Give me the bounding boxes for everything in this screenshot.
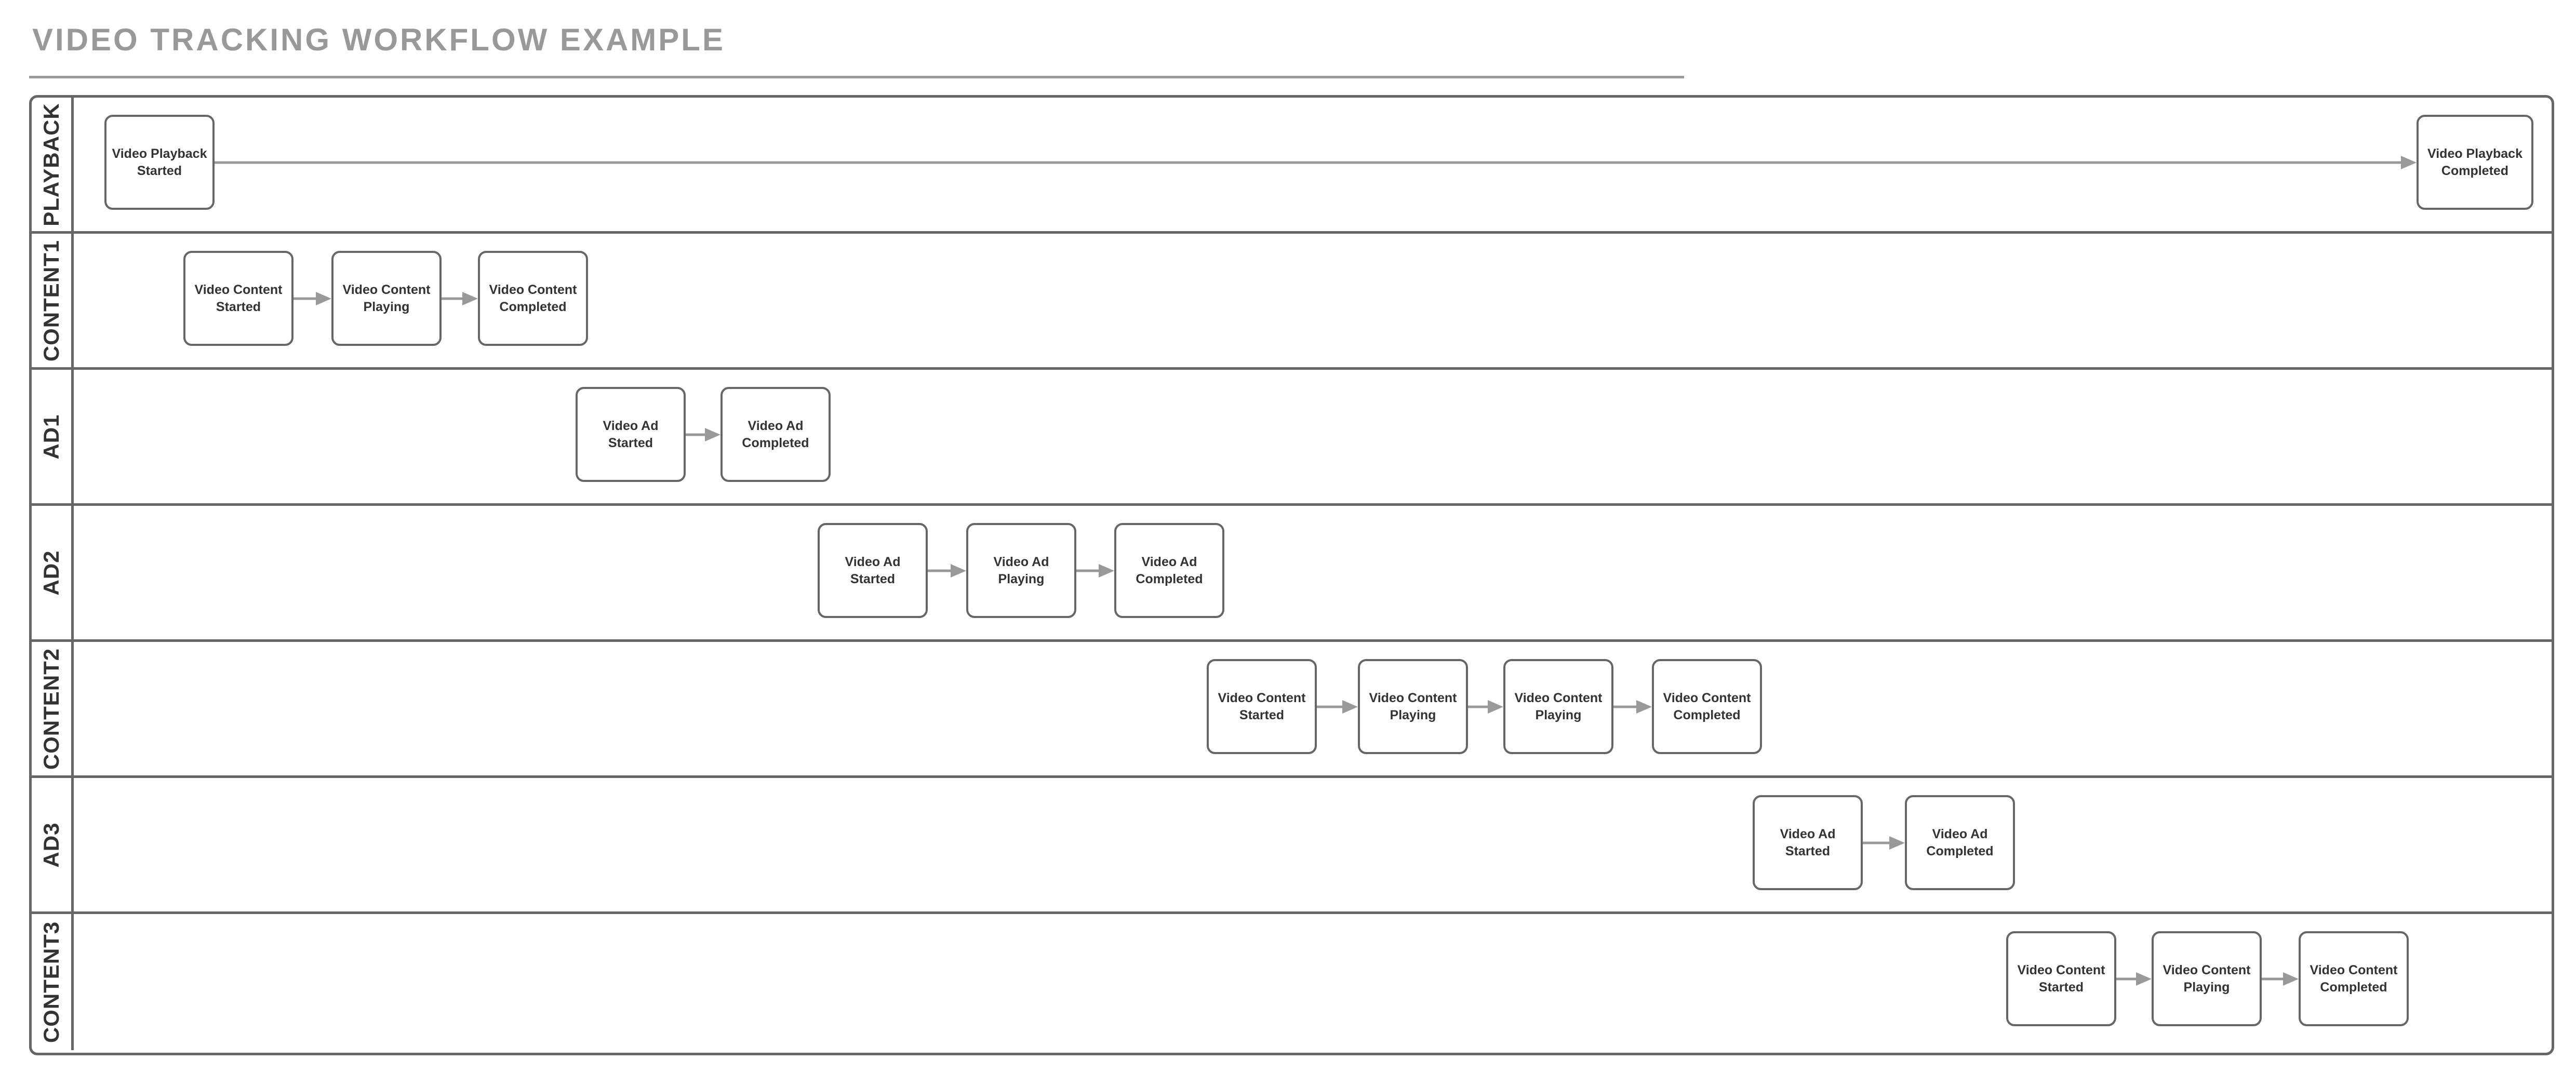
node-video-content-playing: Video Content Playing xyxy=(1503,659,1613,754)
arrow-head-icon xyxy=(316,291,331,305)
arrow-head-icon xyxy=(462,291,478,305)
arrow-connector xyxy=(293,291,331,306)
arrow-connector xyxy=(928,563,966,578)
lane-label-content2: CONTENT2 xyxy=(39,648,63,770)
lane-label-cell-ad2: AD2 xyxy=(32,506,74,639)
node-label: Video Ad Completed xyxy=(1136,554,1203,586)
lane-label-playback: PLAYBACK xyxy=(39,102,63,226)
arrow-head-icon xyxy=(1099,563,1114,578)
lane-label-content3: CONTENT3 xyxy=(39,921,63,1043)
node-label: Video Playback Started xyxy=(112,146,207,178)
arrow-head-icon xyxy=(2283,972,2299,986)
arrow-connector xyxy=(1468,700,1503,714)
node-label: Video Content Playing xyxy=(2163,962,2251,995)
lane-label-cell-ad1: AD1 xyxy=(32,370,74,503)
node-video-playback-completed: Video Playback Completed xyxy=(2417,115,2533,210)
node-label: Video Content Playing xyxy=(1514,690,1603,722)
arrow-connector xyxy=(442,291,478,306)
arrow-connector xyxy=(215,155,2417,170)
node-video-content-completed: Video Content Completed xyxy=(2299,931,2409,1026)
lane-label-cell-playback: PLAYBACK xyxy=(32,98,74,231)
arrow-line xyxy=(928,569,952,572)
node-label: Video Ad Started xyxy=(845,554,901,586)
node-video-ad-completed: Video Ad Completed xyxy=(720,387,831,482)
page-title: VIDEO TRACKING WORKFLOW EXAMPLE xyxy=(32,22,725,57)
node-video-content-completed: Video Content Completed xyxy=(478,251,588,346)
node-label: Video Content Completed xyxy=(489,282,577,314)
node-video-content-playing: Video Content Playing xyxy=(1358,659,1468,754)
node-video-content-playing: Video Content Playing xyxy=(331,251,442,346)
node-video-ad-started: Video Ad Started xyxy=(576,387,686,482)
swimlane-content1: CONTENT1 xyxy=(32,234,2552,370)
arrow-line xyxy=(1613,705,1637,708)
arrow-head-icon xyxy=(2401,155,2417,169)
arrow-connector xyxy=(1863,836,1905,850)
node-label: Video Content Started xyxy=(2017,962,2105,995)
node-label: Video Content Completed xyxy=(1663,690,1751,722)
arrow-connector xyxy=(1317,700,1358,714)
arrow-connector xyxy=(2116,972,2152,986)
lane-label-cell-content3: CONTENT3 xyxy=(32,914,74,1050)
node-video-content-completed: Video Content Completed xyxy=(1652,659,1762,754)
arrow-connector xyxy=(1613,700,1652,714)
node-video-content-started: Video Content Started xyxy=(1207,659,1317,754)
lane-label-cell-content1: CONTENT1 xyxy=(32,234,74,367)
arrow-line xyxy=(215,161,2402,164)
arrow-connector xyxy=(686,427,720,442)
node-video-content-playing: Video Content Playing xyxy=(2152,931,2262,1026)
node-video-content-started: Video Content Started xyxy=(183,251,293,346)
node-video-ad-completed: Video Ad Completed xyxy=(1905,795,2015,890)
lane-label-ad1: AD1 xyxy=(39,413,63,460)
node-label: Video Ad Started xyxy=(603,418,659,450)
arrow-head-icon xyxy=(705,427,720,441)
node-video-ad-started: Video Ad Started xyxy=(818,523,928,618)
lane-label-cell-ad3: AD3 xyxy=(32,778,74,911)
node-label: Video Ad Playing xyxy=(993,554,1049,586)
node-label: Video Content Completed xyxy=(2310,962,2398,995)
node-video-ad-started: Video Ad Started xyxy=(1753,795,1863,890)
arrow-line xyxy=(293,297,317,300)
lane-label-content1: CONTENT1 xyxy=(39,239,63,361)
arrow-line xyxy=(442,297,463,300)
lane-label-cell-content2: CONTENT2 xyxy=(32,642,74,775)
node-label: Video Content Started xyxy=(1218,690,1306,722)
arrow-line xyxy=(1076,569,1100,572)
node-video-ad-completed: Video Ad Completed xyxy=(1114,523,1224,618)
lane-label-ad3: AD3 xyxy=(39,822,63,868)
node-label: Video Ad Completed xyxy=(1926,826,1994,858)
node-label: Video Ad Completed xyxy=(742,418,809,450)
arrow-head-icon xyxy=(2136,972,2152,986)
arrow-connector xyxy=(1076,563,1114,578)
node-label: Video Ad Started xyxy=(1780,826,1836,858)
arrow-line xyxy=(2116,977,2137,980)
swimlane-ad1: AD1 xyxy=(32,370,2552,506)
node-video-playback-started: Video Playback Started xyxy=(104,115,215,210)
swimlane-ad2: AD2 xyxy=(32,506,2552,642)
arrow-connector xyxy=(2262,972,2299,986)
swimlane-content3: CONTENT3 xyxy=(32,914,2552,1050)
node-label: Video Content Playing xyxy=(342,282,431,314)
node-label: Video Content Playing xyxy=(1369,690,1457,722)
swimlane-ad3: AD3 xyxy=(32,778,2552,914)
title-underline xyxy=(29,76,1684,78)
arrow-head-icon xyxy=(1342,700,1358,714)
swimlane-playback: PLAYBACK xyxy=(32,98,2552,234)
arrow-line xyxy=(686,433,706,436)
node-video-ad-playing: Video Ad Playing xyxy=(966,523,1076,618)
arrow-line xyxy=(1317,705,1343,708)
arrow-head-icon xyxy=(1636,700,1652,714)
arrow-head-icon xyxy=(951,563,966,578)
arrow-line xyxy=(1863,841,1890,844)
node-label: Video Content Started xyxy=(194,282,283,314)
arrow-line xyxy=(1468,705,1489,708)
arrow-head-icon xyxy=(1488,700,1503,714)
swimlane-frame: PLAYBACK Video Playback Started Video Play… xyxy=(29,95,2554,1055)
arrow-head-icon xyxy=(1889,836,1905,850)
arrow-line xyxy=(2262,977,2284,980)
swimlane-content2: CONTENT2 xyxy=(32,642,2552,778)
lane-label-ad2: AD2 xyxy=(39,549,63,596)
node-label: Video Playback Completed xyxy=(2427,146,2522,178)
node-video-content-started: Video Content Started xyxy=(2006,931,2116,1026)
